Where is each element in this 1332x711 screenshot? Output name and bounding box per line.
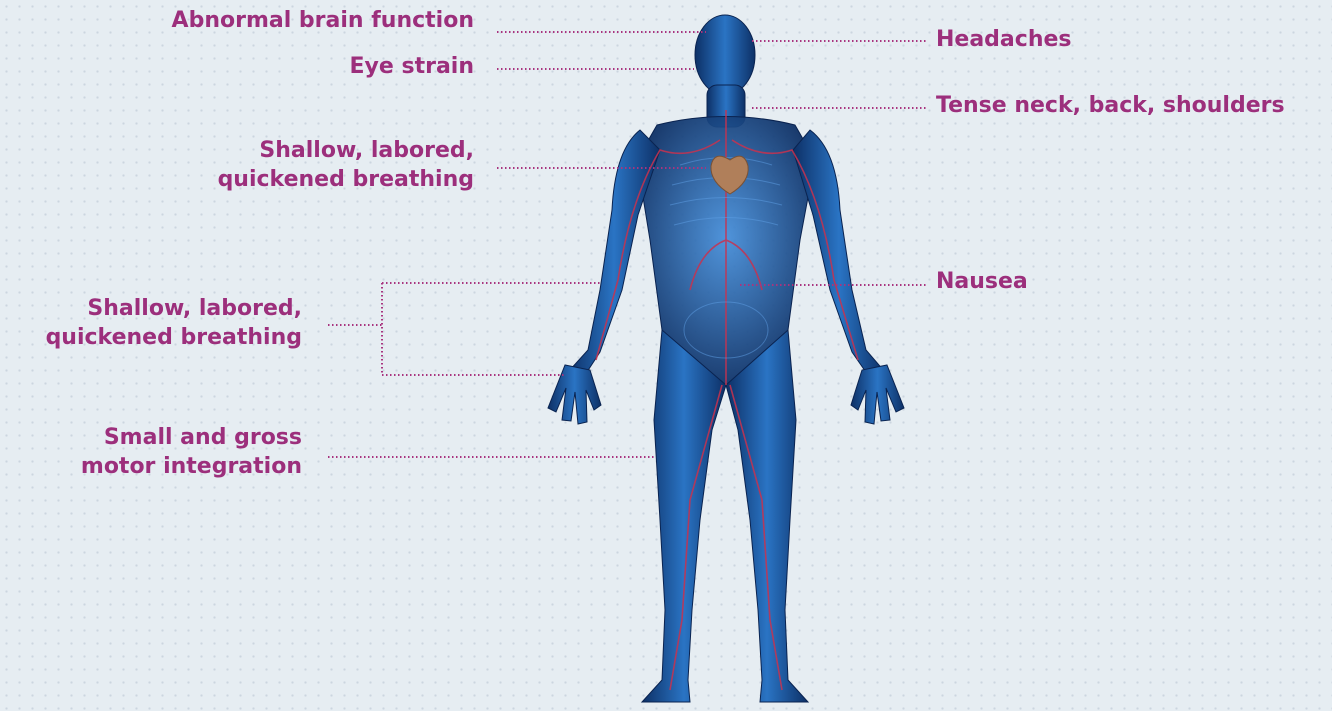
leader-breathing-lower [328,283,600,375]
label-motor-integration: Small and gross motor integration [81,423,302,481]
label-nausea: Nausea [936,267,1028,296]
label-breathing-lower: Shallow, labored, quickened breathing [46,294,302,352]
label-headaches: Headaches [936,25,1072,54]
label-abnormal-brain-function: Abnormal brain function [172,6,474,35]
label-breathing-upper: Shallow, labored, quickened breathing [218,136,474,194]
label-eye-strain: Eye strain [350,52,474,81]
label-tense-neck: Tense neck, back, shoulders [936,91,1285,120]
